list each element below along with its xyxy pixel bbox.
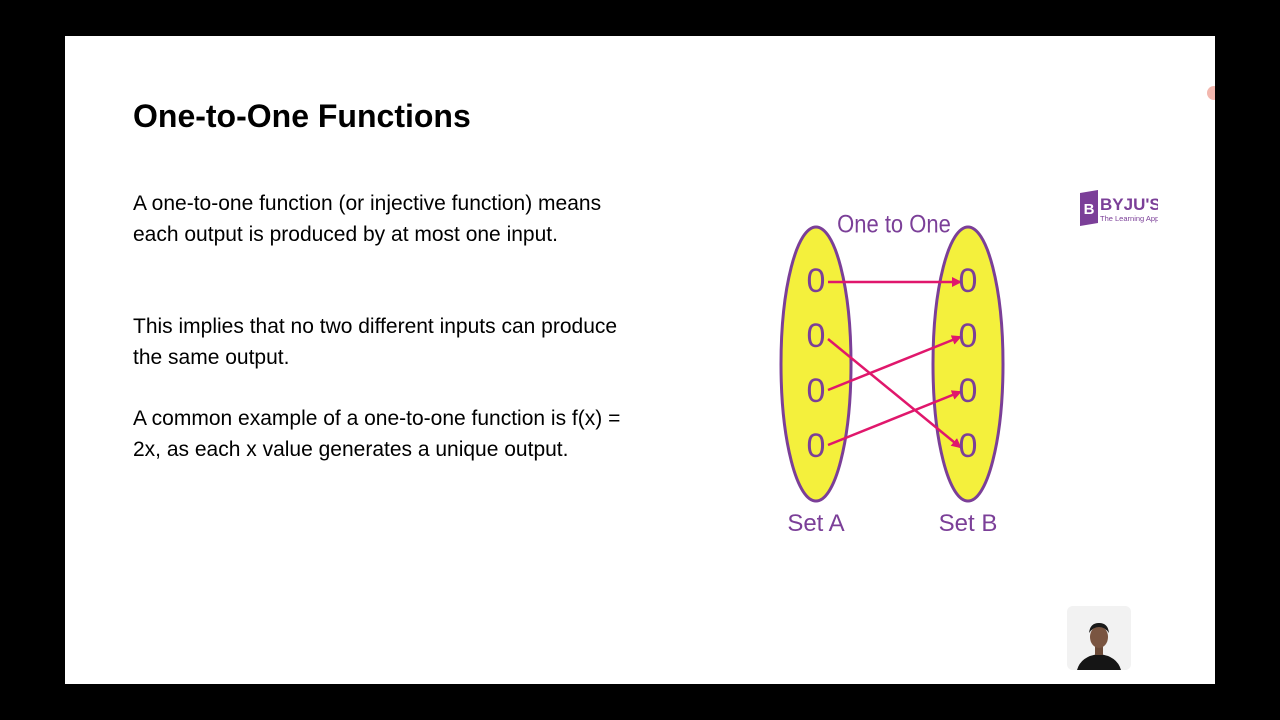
set-b-element: 0	[959, 317, 978, 355]
byjus-logo: B BYJU'S The Learning App	[1080, 190, 1158, 226]
paragraph-definition: A one-to-one function (or injective func…	[133, 192, 602, 246]
paragraph-example: A common example of a one-to-one functio…	[133, 407, 621, 461]
diagram-title: One to One	[837, 210, 951, 237]
presenter-webcam	[1067, 606, 1131, 670]
set-b-element: 0	[959, 372, 978, 410]
mapping-arrows	[827, 277, 962, 449]
presenter-icon	[1067, 606, 1131, 670]
paragraph-implication: This implies that no two different input…	[133, 315, 618, 369]
set-b-ellipse	[931, 225, 1005, 503]
set-a-element: 0	[807, 262, 826, 300]
set-a-element: 0	[807, 317, 826, 355]
set-a-label: Set A	[787, 510, 844, 537]
set-a-elements: 0 0 0 0	[807, 262, 826, 465]
set-a-element: 0	[807, 372, 826, 410]
set-a-element: 0	[807, 427, 826, 465]
pointer-dot	[1207, 86, 1215, 100]
byjus-logo-icon: B	[1080, 190, 1098, 226]
mapping-arrow	[827, 338, 962, 449]
mapping-arrow	[827, 390, 962, 447]
byjus-logo-tagline: The Learning App	[1100, 214, 1158, 223]
svg-text:B: B	[1084, 201, 1095, 218]
mapping-arrow	[827, 335, 962, 392]
set-a-ellipse	[779, 225, 853, 503]
mapping-diagram: One to One 0 0 0 0 0 0 0 0 Set A Set B	[779, 210, 1005, 537]
set-b-elements: 0 0 0 0	[959, 262, 978, 465]
slide-title: One-to-One Functions	[133, 98, 471, 134]
byjus-logo-name: BYJU'S	[1100, 195, 1158, 214]
set-b-element: 0	[959, 427, 978, 465]
set-b-element: 0	[959, 262, 978, 300]
slide: One-to-One Functions A one-to-one functi…	[65, 36, 1215, 684]
set-b-label: Set B	[939, 510, 998, 537]
